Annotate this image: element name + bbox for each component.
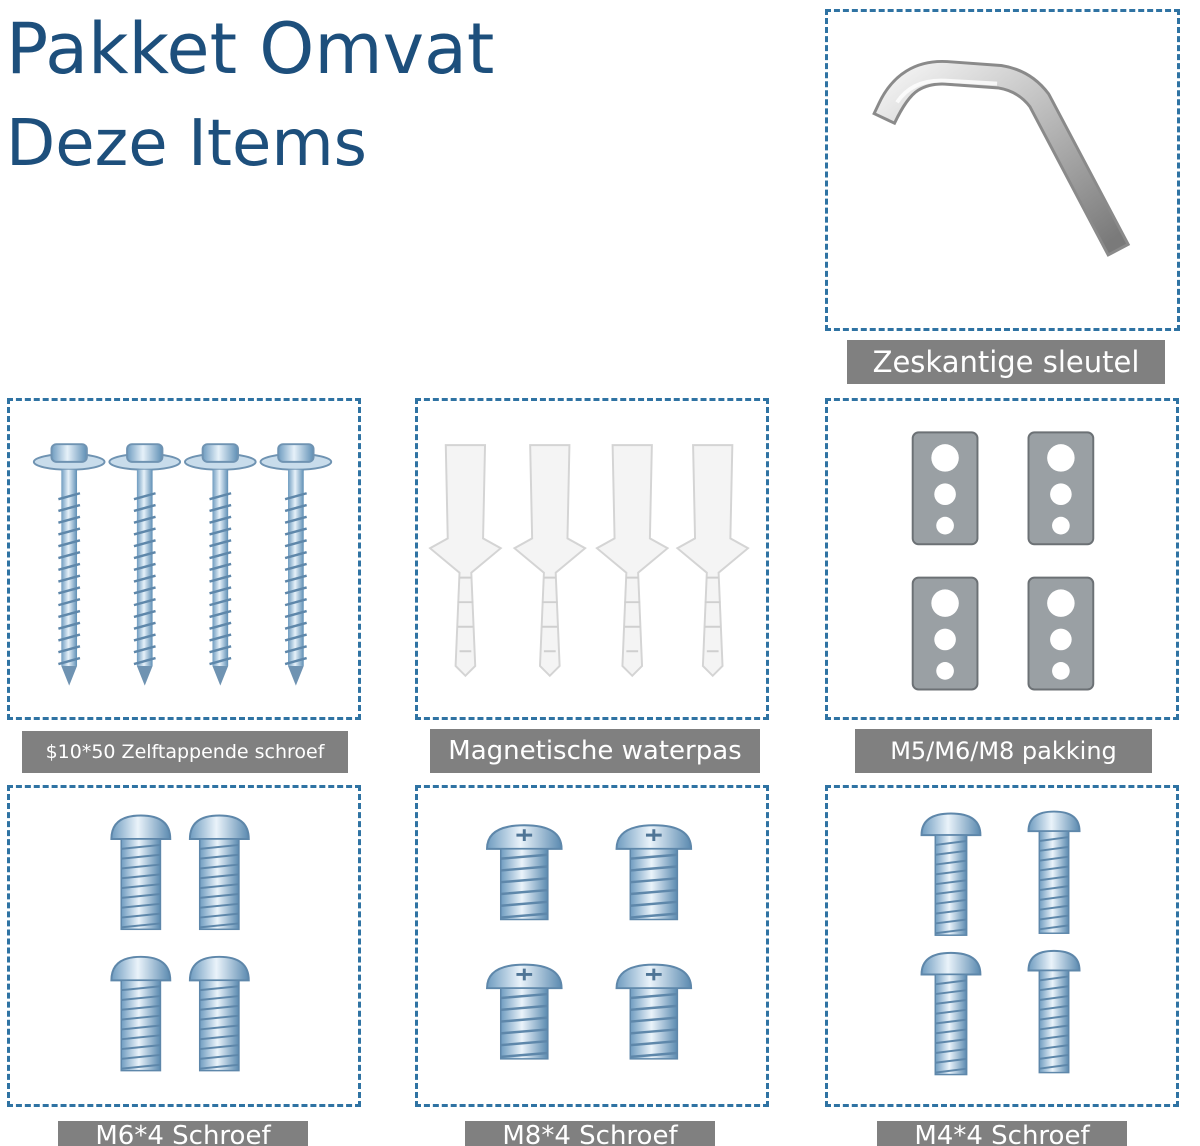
self-tapping-screw-frame <box>7 398 361 720</box>
m8-bolt-frame <box>415 785 769 1107</box>
m6-bolt-label: M6*4 Schroef <box>58 1121 308 1146</box>
m4-bolt-icon <box>920 810 1081 1076</box>
spacer-plate-frame <box>825 398 1179 720</box>
hex-key-label: Zeskantige sleutel <box>847 340 1165 384</box>
wall-anchor-label: Magnetische waterpas <box>430 729 760 773</box>
self-tapping-screw-label: $10*50 Zelftappende schroef <box>22 731 348 773</box>
m8-bolt-icon <box>486 824 693 1060</box>
screw-set <box>32 443 333 686</box>
m4-bolt-frame <box>825 785 1179 1107</box>
spacer-plate-icon <box>911 431 1095 691</box>
m8-bolt-label: M8*4 Schroef <box>465 1121 715 1146</box>
wall-anchor-icon <box>428 444 750 678</box>
wall-anchor-frame <box>415 398 769 720</box>
m6-bolt-frame <box>7 785 361 1107</box>
page-subtitle: Deze Items <box>6 107 367 181</box>
self-tapping-screw-icon <box>32 443 333 686</box>
spacer-plate-label: M5/M6/M8 pakking <box>855 729 1152 773</box>
page-title: Pakket Omvat <box>6 8 495 90</box>
m6-bolt-icon <box>110 814 250 1072</box>
hex-key-frame <box>825 9 1180 331</box>
hex-key-icon <box>872 60 1131 257</box>
m4-bolt-label: M4*4 Schroef <box>877 1121 1127 1146</box>
bolt-set <box>110 814 250 1072</box>
